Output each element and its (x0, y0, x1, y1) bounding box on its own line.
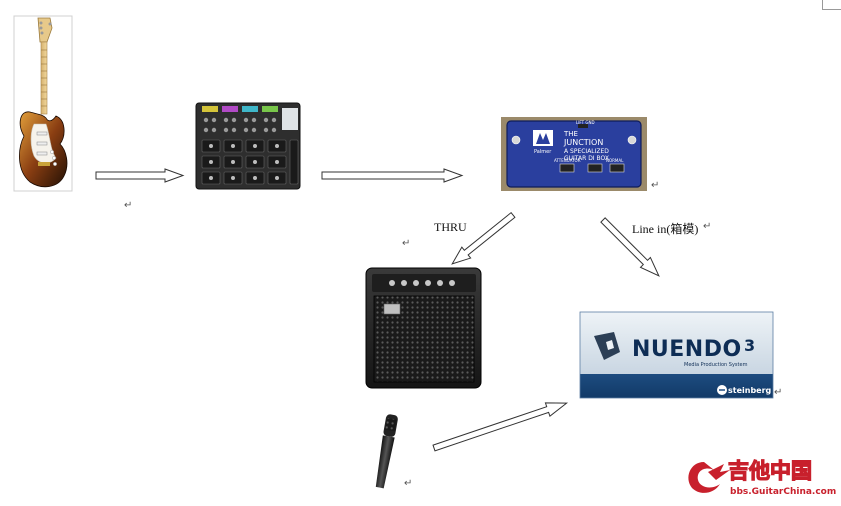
di-box-normal-label: NORMAL (606, 158, 624, 163)
di-box-top-label: LIFT GND (576, 120, 595, 125)
nuendo-subtitle: Media Production System (684, 362, 748, 368)
paragraph-mark: ↵ (651, 180, 660, 191)
page-corner-mark (822, 9, 841, 10)
arrow-guitar-to-pedal (95, 168, 185, 183)
di-box-brand: Palmer (534, 149, 552, 155)
di-box-image (501, 117, 647, 191)
arrow-di-to-nuendo (600, 217, 660, 277)
electric-guitar-image (13, 15, 73, 192)
paragraph-mark: ↵ (774, 387, 783, 398)
paragraph-mark: ↵ (402, 238, 411, 249)
steinberg-logo-text: steinberg (728, 386, 772, 395)
di-box-attenuator-label: ATTENUATOR (554, 158, 581, 163)
multi-effects-pedal-image (195, 102, 301, 190)
watermark-title: 吉他中国 (728, 459, 812, 483)
watermark-url: bbs.GuitarChina.com (730, 487, 836, 497)
arrow-di-to-amp (451, 211, 516, 265)
di-box-title-line1: THE (563, 130, 578, 138)
nuendo-version: 3 (744, 336, 755, 355)
arrow-pedal-to-di (321, 168, 464, 183)
arrow-mic-to-nuendo (432, 402, 569, 452)
site-watermark-logo (688, 462, 730, 493)
guitar-amplifier-image (365, 267, 482, 389)
page-corner-mark (822, 0, 823, 10)
paragraph-mark: ↵ (404, 478, 413, 489)
nuendo-logo-text: NUENDO (632, 337, 742, 362)
di-box-title-line3: A SPECIALIZED (564, 148, 609, 155)
di-box-title-line4: GUITAR DI BOX (564, 155, 609, 162)
paragraph-mark: ↵ (703, 221, 712, 232)
nuendo-daw-image (579, 311, 774, 399)
microphone-image (375, 414, 398, 489)
label-line-in: Line in(箱模) (632, 222, 699, 236)
label-thru: THRU (434, 220, 467, 234)
paragraph-mark: ↵ (124, 200, 133, 211)
di-box-title-line2: JUNCTION (563, 138, 603, 147)
